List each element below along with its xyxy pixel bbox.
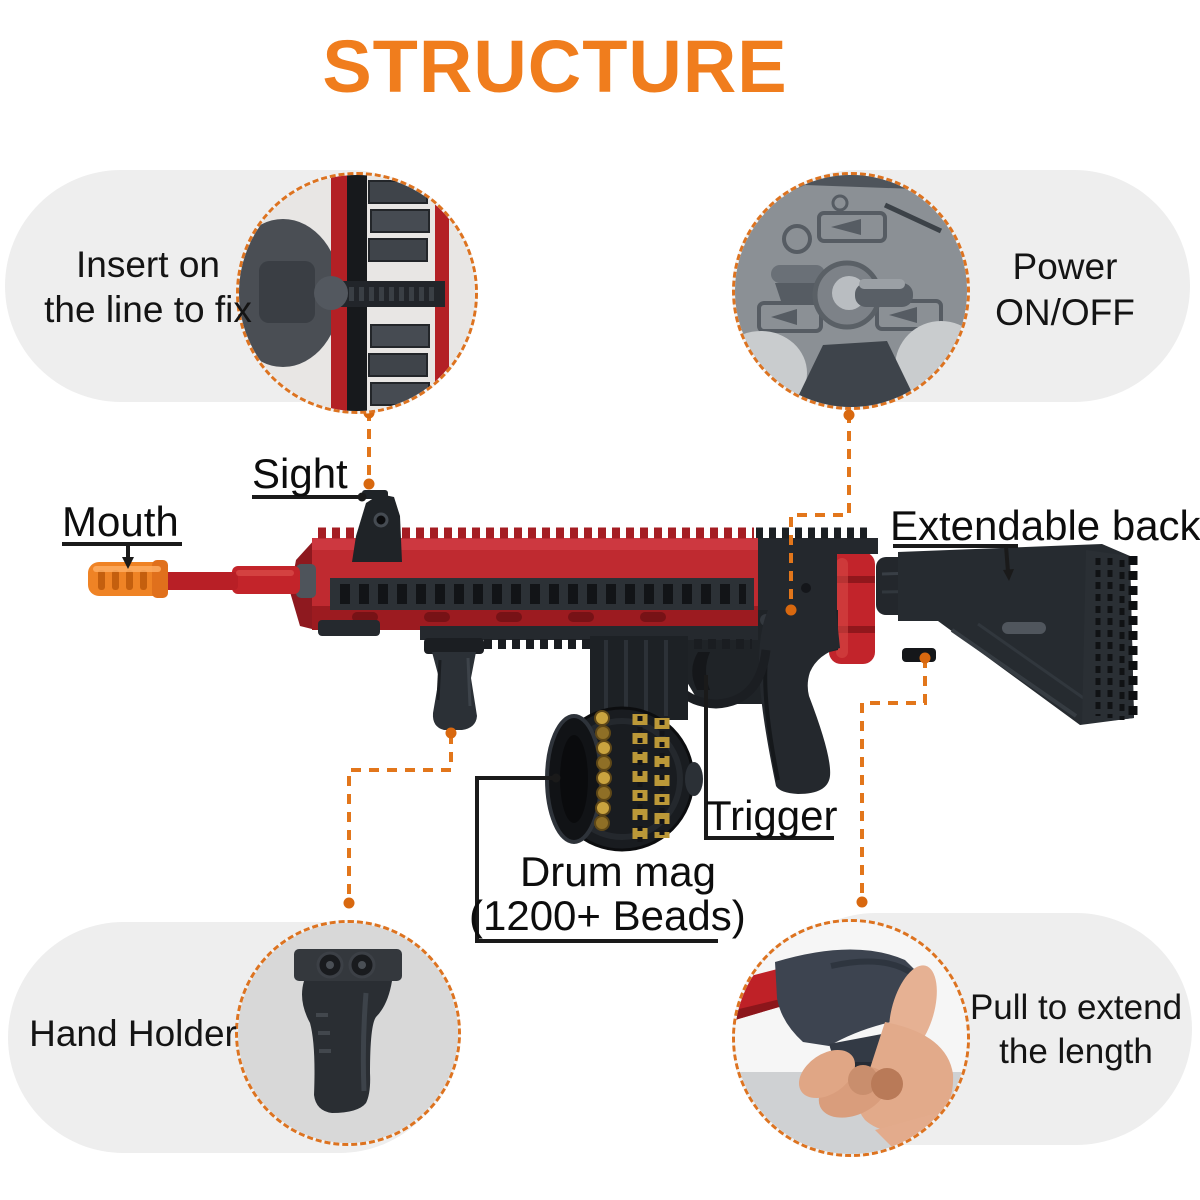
label-mouth: Mouth [62, 498, 179, 545]
callout-text-power-line1: Power [1012, 246, 1118, 287]
callout-text-pull-line1: Pull to extend [969, 988, 1183, 1027]
connector-lines [347, 411, 927, 903]
page-title: STRUCTURE [322, 25, 788, 108]
power-switch-closeup-image [732, 172, 970, 410]
callout-text-insert-line2: the line to fix [44, 289, 252, 330]
callout-text-hand-holder-line1: Hand Holder [29, 1013, 237, 1054]
label-drum-mag-beads: (1200+ Beads) [469, 892, 746, 939]
muzzle-group [88, 560, 168, 598]
pointer-lines [62, 492, 1018, 943]
barrel-group [162, 564, 316, 598]
stock-ring-group [829, 552, 875, 664]
label-extendable-back: Extendable back [890, 502, 1200, 549]
label-trigger: Trigger [706, 792, 838, 839]
callout-text-pull-line2: the length [999, 1032, 1153, 1071]
hand-holder-closeup-art [238, 923, 458, 1143]
callout-text-power-line2: ON/OFF [995, 292, 1135, 333]
callout-text-insert: Insert on the line to fix [28, 242, 268, 332]
power-switch-closeup-art [735, 175, 967, 407]
stock-group [876, 544, 1138, 725]
rear-sight-group [352, 490, 402, 562]
pull-stock-closeup-image [732, 919, 970, 1157]
foregrip-group [424, 638, 484, 730]
hand-holder-closeup-image [235, 920, 461, 1146]
rail-closeup-art [239, 175, 475, 411]
callout-text-power: Power ON/OFF [955, 244, 1175, 336]
label-sight: Sight [252, 450, 348, 497]
callout-text-pull: Pull to extend the length [960, 986, 1192, 1074]
pistol-grip-group [758, 610, 840, 794]
rail-closeup-image [236, 172, 478, 414]
label-drum-mag: Drum mag [519, 848, 717, 895]
callout-text-insert-line1: Insert on [76, 244, 220, 285]
callout-text-hand-holder: Hand Holder [22, 1013, 244, 1055]
pull-stock-closeup-art [735, 922, 967, 1154]
drum-mag-group [545, 636, 703, 852]
